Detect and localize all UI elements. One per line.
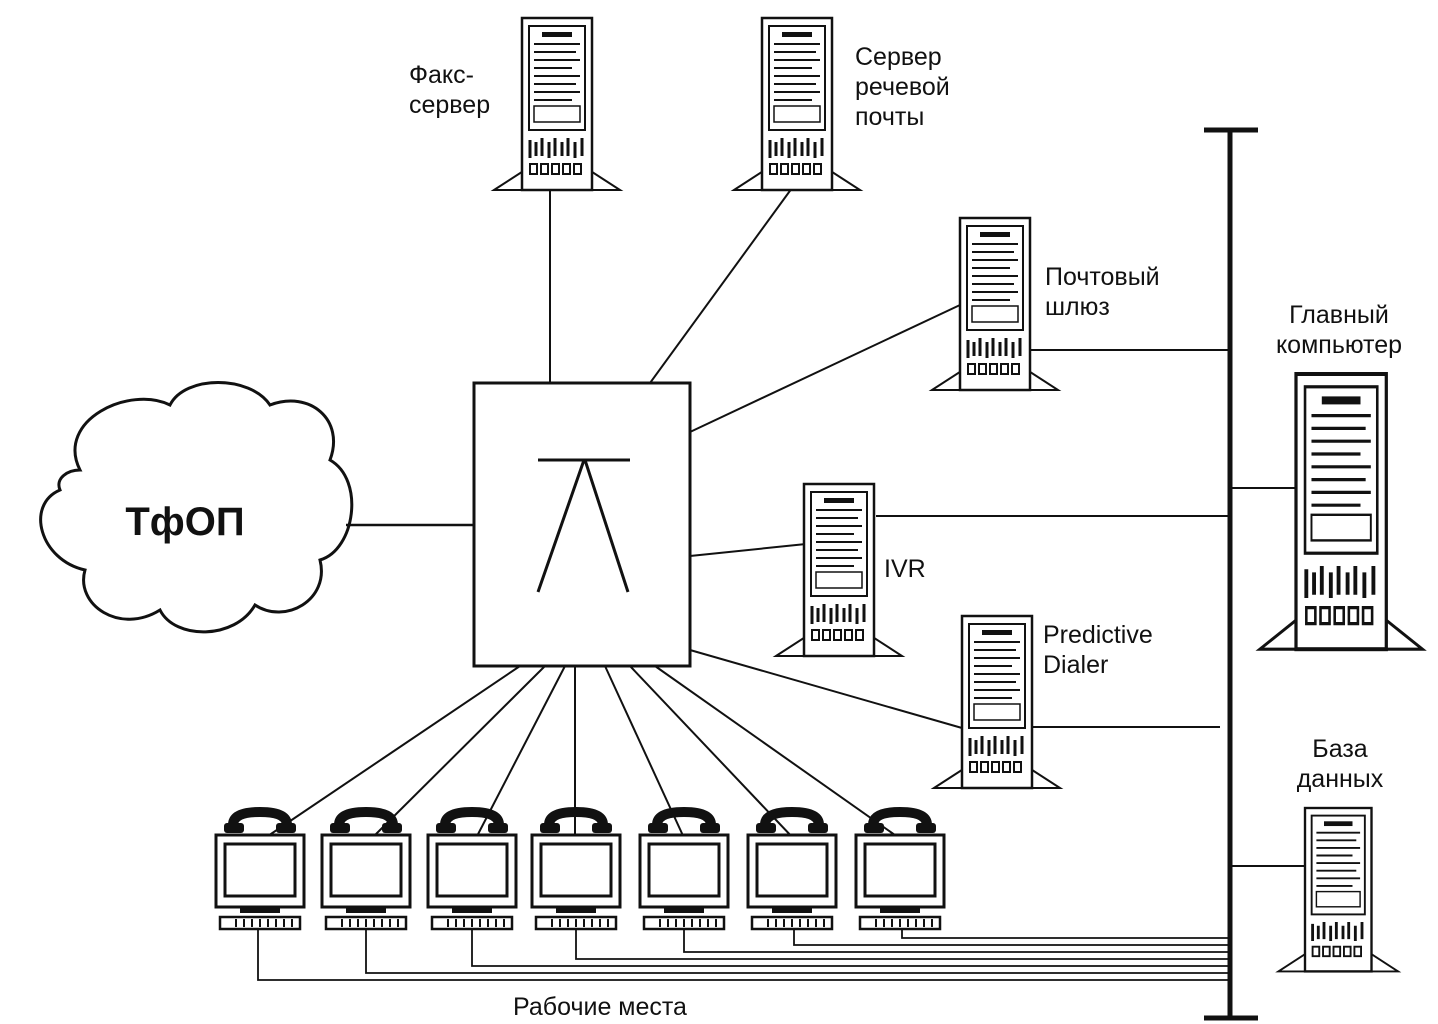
- fax-server-label: Факс- сервер: [409, 60, 519, 120]
- link-dialer: [690, 650, 962, 728]
- ivr-label: IVR: [884, 554, 944, 584]
- workstation-icon-5: [640, 807, 728, 929]
- host-computer-icon: [1260, 374, 1423, 649]
- voice-mail-server-label: Сервер речевой почты: [855, 42, 995, 132]
- workstation-icon-7: [856, 807, 944, 929]
- link-ivr: [690, 544, 806, 556]
- workstation-icon-6: [748, 807, 836, 929]
- workstation-icon-1: [216, 807, 304, 929]
- workstation-cabling: [258, 929, 1230, 980]
- host-computer-label: Главный компьютер: [1240, 300, 1438, 360]
- workstation-icon-2: [322, 807, 410, 929]
- pstn-label: ТфОП: [100, 500, 270, 544]
- pbx-switch: [474, 383, 690, 666]
- voicemail-server-icon: [734, 18, 860, 190]
- predictive-dialer-label: Predictive Dialer: [1043, 620, 1203, 680]
- database-server-icon: [1278, 808, 1398, 971]
- database-label: База данных: [1270, 734, 1410, 794]
- dialer-server-icon: [934, 616, 1060, 788]
- mail-gateway-label: Почтовый шлюз: [1045, 262, 1205, 322]
- link-voicemail: [650, 188, 792, 383]
- workstation-icon-3: [428, 807, 516, 929]
- link-mail-gateway: [690, 305, 960, 432]
- workstations-label: Рабочие места: [450, 992, 750, 1022]
- mail-gateway-server-icon: [932, 218, 1058, 390]
